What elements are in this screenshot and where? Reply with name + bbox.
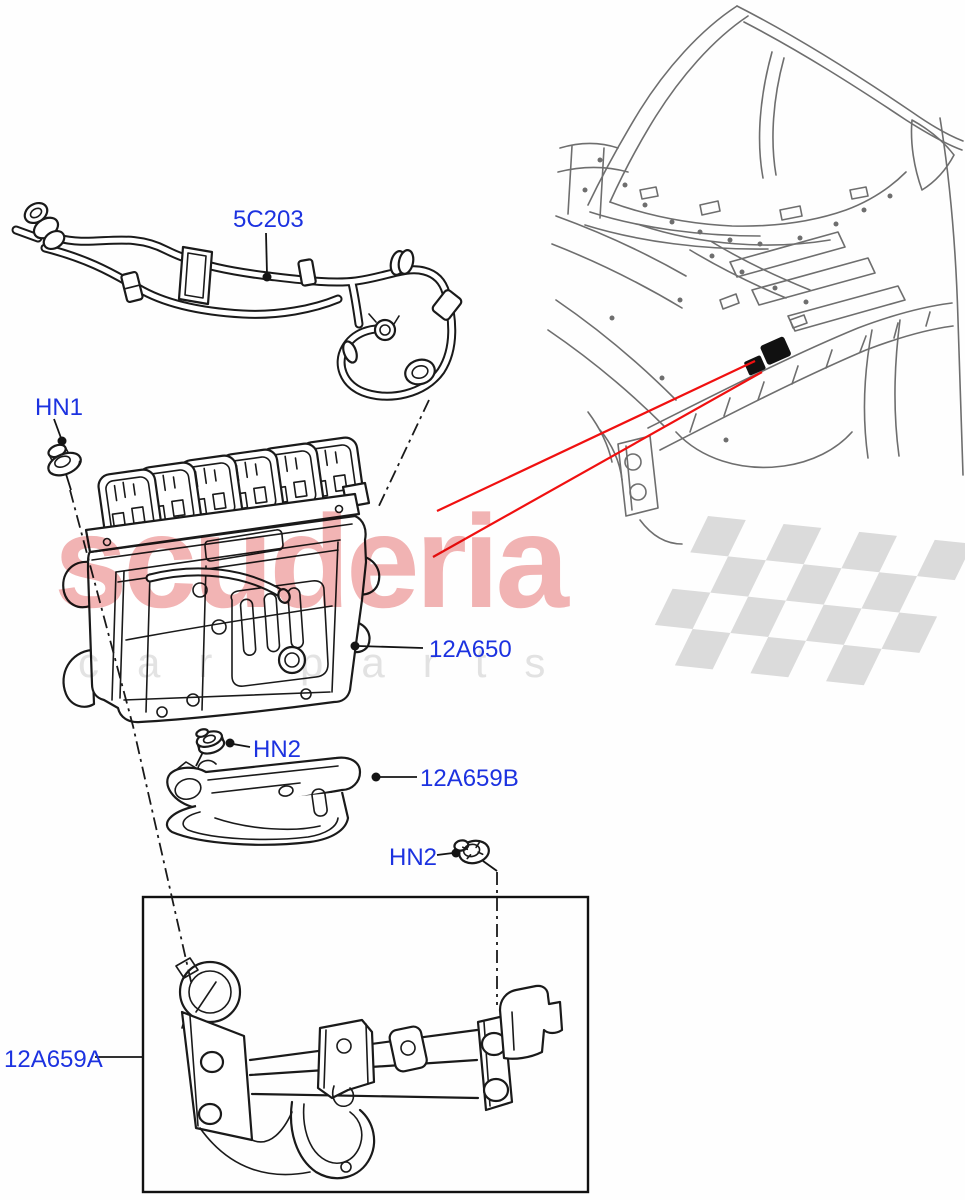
detail-box-frame <box>141 895 590 1194</box>
part-label-hn1[interactable]: HN1 <box>35 394 83 421</box>
callout-5c203: 5C203 <box>233 206 304 282</box>
part-label-5c203[interactable]: 5C203 <box>233 206 304 233</box>
hn1-nut-drawing <box>47 443 82 477</box>
fuel-pipe-drawing <box>11 201 463 401</box>
vehicle-detail-dots <box>582 157 893 443</box>
hn2-upper-nut-drawing <box>195 728 226 755</box>
bracket-12a659a-drawing <box>175 957 564 1180</box>
ecm-module-drawing <box>62 436 381 724</box>
part-label-12a659b[interactable]: 12A659B <box>420 765 519 792</box>
part-label-hn2-upper[interactable]: HN2 <box>253 736 301 763</box>
part-label-hn2-lower[interactable]: HN2 <box>389 844 437 871</box>
callout-12a659b: 12A659B <box>371 765 519 792</box>
part-label-12a650[interactable]: 12A650 <box>429 636 512 663</box>
callout-hn2-upper: HN2 <box>225 736 301 763</box>
alignment-dash-lines <box>69 399 498 1005</box>
part-label-12a659a[interactable]: 12A659A <box>4 1046 103 1073</box>
callout-hn2-lower: HN2 <box>389 844 461 871</box>
bracket-12a659b-drawing <box>165 756 362 846</box>
location-pointer-lines <box>432 360 763 558</box>
callout-12a659a: 12A659A <box>4 1046 143 1073</box>
pipe-connector-fitting <box>23 201 66 251</box>
callout-12a650: 12A650 <box>350 636 512 663</box>
hn2-lower-nut-drawing <box>453 839 490 865</box>
vehicle-body-drawing <box>547 5 964 545</box>
callout-hn1: HN1 <box>35 394 83 446</box>
ecm-location-highlight <box>744 336 791 376</box>
